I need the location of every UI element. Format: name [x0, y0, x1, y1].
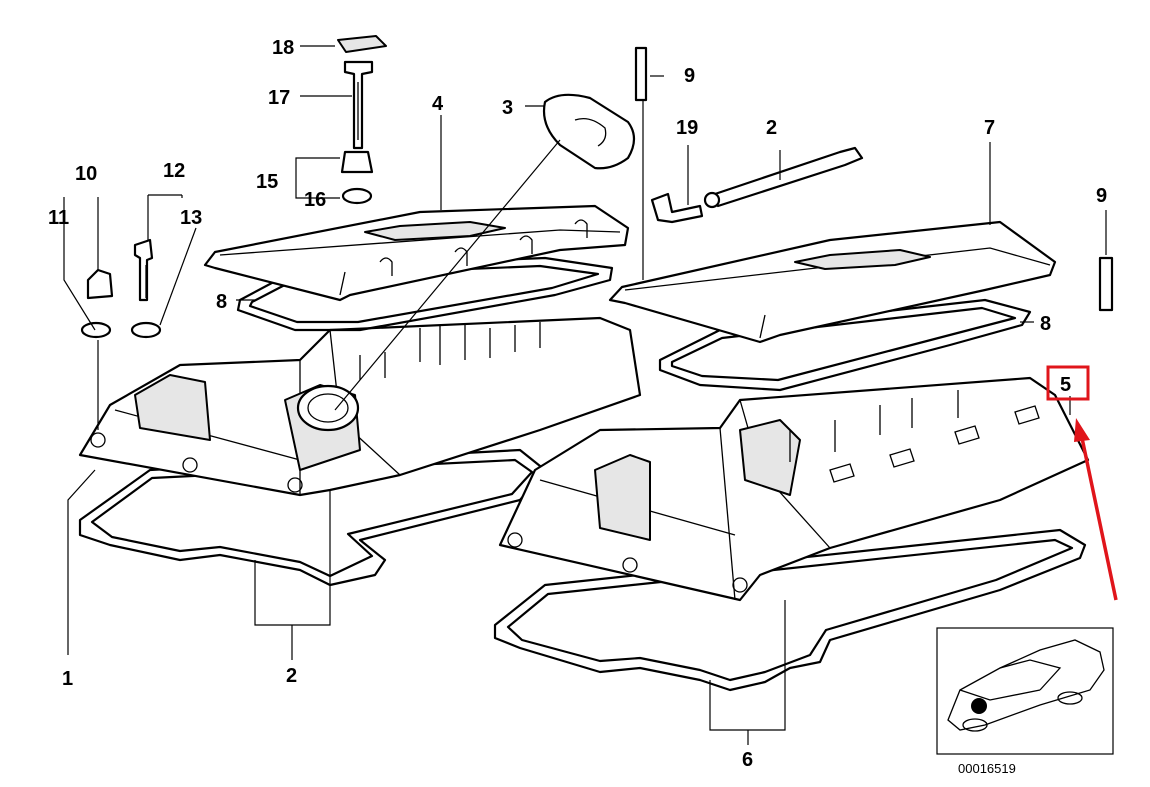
right-top-cover [608, 220, 1057, 344]
vehicle-location-inset: 00016519 [936, 627, 1114, 776]
callout-9-right: 9 [1096, 185, 1107, 207]
callout-8-left: 8 [216, 291, 227, 313]
callout-14: 15 [256, 171, 278, 193]
oil-filler-neck [296, 384, 360, 432]
engine-location-marker [971, 698, 987, 714]
callout-9-left: 9 [684, 65, 695, 87]
oil-filler-cap [542, 93, 636, 170]
callout-10: 10 [75, 163, 97, 185]
callout-1: 1 [62, 668, 73, 690]
callout-4: 4 [432, 93, 444, 115]
callout-17: 18 [272, 37, 294, 59]
left-hardware [80, 35, 387, 339]
callout-8-right: 8 [1040, 313, 1051, 335]
callout-13: 13 [180, 207, 202, 229]
callout-12: 12 [163, 160, 185, 182]
callout-11: 11 [48, 207, 69, 229]
right-stud [1098, 256, 1114, 312]
left-stud [634, 46, 648, 102]
left-top-cover [203, 204, 630, 302]
callout-16: 17 [268, 87, 290, 109]
highlight-arrow [1074, 418, 1118, 601]
ground-strap [710, 146, 864, 208]
callout-5: 5 [1060, 374, 1071, 396]
callout-3: 3 [502, 97, 513, 119]
right-lower-gasket [493, 528, 1087, 692]
callout-labels: 18 17 15 16 3 4 9 19 2 7 9 10 12 11 13 8… [48, 37, 1107, 771]
right-head-cover-assembly [493, 146, 1114, 692]
reference-number: 00016519 [958, 761, 1016, 776]
leader-lines [63, 45, 1107, 745]
ground-bolt [650, 192, 704, 224]
callout-5-highlight-box [1046, 365, 1090, 401]
callout-19: 19 [676, 117, 698, 139]
callout-6: 6 [742, 749, 753, 771]
callout-15: 16 [304, 189, 326, 211]
callout-2: 2 [286, 665, 297, 687]
callout-18: 2 [766, 117, 777, 139]
left-lower-gasket [78, 448, 547, 587]
left-head-cover-assembly [78, 35, 648, 587]
callout-7: 7 [984, 117, 995, 139]
